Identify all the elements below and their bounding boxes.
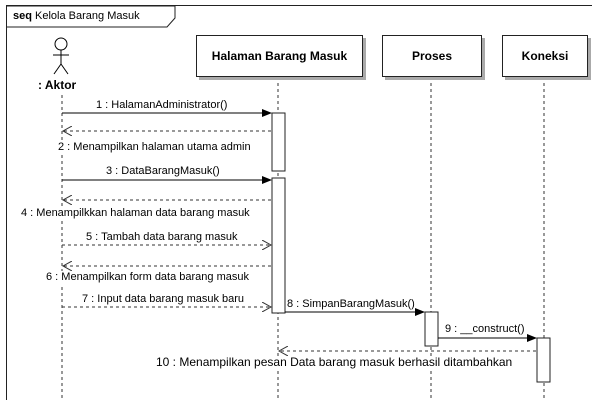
- lifeline-header-koneksi: Koneksi: [502, 35, 588, 77]
- activation-bar-halaman-2: [271, 177, 286, 314]
- actor-stick-figure-icon: [53, 37, 69, 75]
- message-10-label: 10 : Menampilkan pesan Data barang masuk…: [156, 355, 513, 369]
- message-3-label: 3 : DataBarangMasuk(): [106, 165, 220, 178]
- activation-bar-koneksi: [536, 337, 551, 383]
- message-6-label: 6 : Menampilkan form data barang masuk: [46, 271, 249, 284]
- message-8-label: 8 : SimpanBarangMasuk(): [287, 298, 415, 311]
- message-4-label: 4 : Menampilkkan halaman data barang mas…: [21, 207, 250, 220]
- lifeline-header-halaman: Halaman Barang Masuk: [196, 35, 363, 77]
- frame-title: seq Kelola Barang Masuk: [13, 10, 140, 22]
- sequence-frame: seq Kelola Barang Masuk: [6, 5, 592, 400]
- frame-name: Kelola Barang Masuk: [35, 10, 140, 22]
- lifeline-name-halaman: Halaman Barang Masuk: [211, 49, 348, 63]
- message-5-label: 5 : Tambah data barang masuk: [86, 231, 238, 244]
- message-1-label: 1 : HalamanAdministrator(): [96, 99, 228, 112]
- activation-bar-halaman-1: [271, 112, 286, 172]
- message-7-label: 7 : Input data barang masuk baru: [82, 293, 245, 306]
- lifeline-name-proses: Proses: [411, 49, 453, 63]
- message-2-label: 2 : Menampilkan halaman utama admin: [58, 141, 251, 154]
- message-9-label: 9 : __construct(): [445, 323, 525, 336]
- frame-tag: seq Kelola Barang Masuk: [7, 6, 177, 28]
- lifeline-header-proses: Proses: [382, 35, 482, 77]
- lifeline-name-koneksi: Koneksi: [521, 49, 569, 63]
- activation-bar-proses: [424, 311, 439, 347]
- actor-name: : Aktor: [38, 78, 77, 92]
- frame-keyword: seq: [13, 10, 32, 22]
